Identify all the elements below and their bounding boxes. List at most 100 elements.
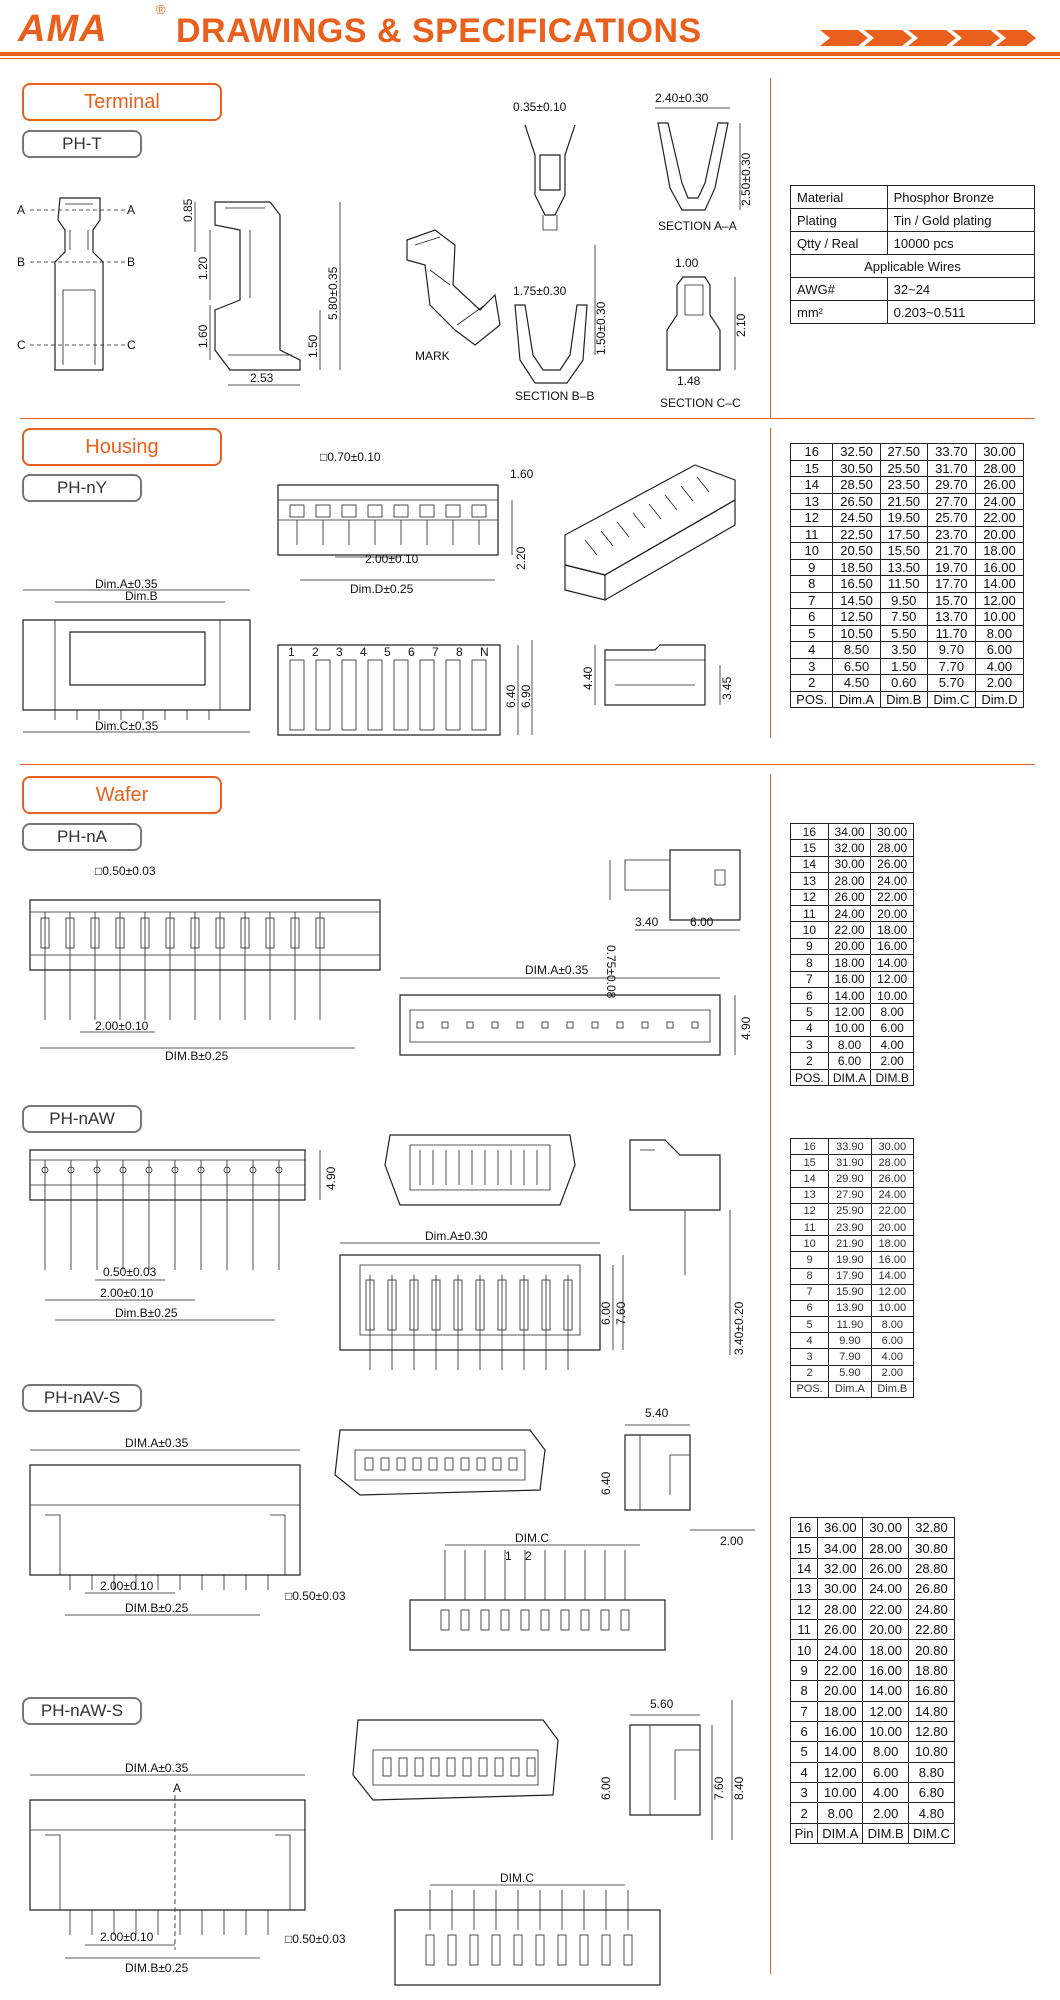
phaw-top-view: Dim.A±0.30 6.00 7.60 (339, 1229, 628, 1370)
pha-top-view: DIM.A±0.35 4.90 (399, 963, 753, 1056)
section-label-b: B (127, 255, 135, 269)
dim-a: Dim.A±0.30 (425, 1229, 488, 1243)
dim-top: 0.35±0.10 (513, 100, 567, 114)
dim-200: 2.00 (720, 1534, 744, 1548)
dim-640: 6.40 (599, 1471, 613, 1495)
pin-number: 4 (360, 645, 367, 659)
column-divider (770, 78, 771, 418)
pin-number: 2 (525, 1549, 532, 1563)
dim-sc-top: 1.00 (675, 256, 699, 270)
dim-b: DIM.B±0.25 (125, 1601, 189, 1615)
housing-side-view: 4.40 3.45 (581, 644, 734, 706)
section-a-a: 2.40±0.30 2.50±0.30 SECTION A–A (655, 91, 753, 233)
phaw-side-view: 3.40±0.20 (629, 1139, 746, 1355)
section-divider (20, 764, 1035, 765)
phaws-top-view: DIM.C (394, 1871, 661, 1986)
dim-160: 1.60 (510, 467, 534, 481)
dim-580: 5.80±0.35 (326, 266, 340, 320)
dim-760: 7.60 (614, 1301, 628, 1325)
pin-number: 2 (312, 645, 319, 659)
brand-logo: AMA (18, 8, 108, 50)
section-label-b: B (17, 255, 25, 269)
dim-a: DIM.A±0.35 (125, 1436, 189, 1450)
housing-top-view: □0.70±0.10 1.60 2.00±0.10 Dim.D±0.25 2.2… (277, 450, 534, 596)
dim-c: Dim.C±0.35 (95, 719, 159, 733)
dim-sb-height: 1.50±0.30 (594, 301, 608, 355)
dim-sq: □0.50±0.03 (95, 864, 156, 878)
pha-side-view: 0.75±0.08 3.40 6.00 (604, 849, 741, 999)
model-ph-na: PH-nA (22, 823, 142, 851)
dim-b: Dim.B±0.25 (115, 1306, 178, 1320)
phavs-side-view: 5.40 6.40 2.00 (599, 1406, 755, 1548)
dim-220: 2.20 (514, 546, 528, 570)
page-title: DRAWINGS & SPECIFICATIONS (176, 12, 702, 50)
section-a-caption: SECTION A–A (658, 219, 737, 233)
pin-number: 6 (408, 645, 415, 659)
section-b-caption: SECTION B–B (515, 389, 594, 403)
terminal-side-view: 0.85 1.20 1.60 1.50 5.80±0.35 2.53 (181, 198, 341, 386)
section-label-c: C (17, 338, 26, 352)
housing-isometric-view (564, 464, 736, 601)
section-label-a: A (17, 203, 25, 217)
dim-150: 1.50 (306, 334, 320, 358)
dim-560: 5.60 (650, 1697, 674, 1711)
dim-840: 8.40 (732, 1776, 746, 1800)
dim-160: 1.60 (196, 324, 210, 348)
section-label-a: A (127, 203, 135, 217)
dim-sb-width: 1.75±0.30 (513, 284, 567, 298)
phaws-isometric-view (352, 1719, 559, 1801)
dim-b: Dim.B (125, 589, 158, 603)
registered-mark: ® (156, 2, 166, 17)
terminal-front-view: A A B B C C (17, 197, 136, 371)
dim-sa-height: 2.50±0.30 (739, 152, 753, 206)
dim-690: 6.90 (519, 684, 533, 708)
model-ph-t: PH-T (22, 130, 142, 158)
dim-340: 3.40 (635, 915, 659, 929)
section-housing: Housing (22, 428, 222, 466)
dim-sc-height: 2.10 (734, 313, 748, 337)
dim-pitch: 2.00±0.10 (100, 1930, 154, 1944)
pin-number: 3 (336, 645, 343, 659)
dim-490: 4.90 (324, 1166, 338, 1190)
terminal-top-view: 0.35±0.10 (513, 100, 576, 231)
dim-a: Dim.A±0.35 (95, 577, 158, 591)
dim-440: 4.40 (581, 666, 595, 690)
